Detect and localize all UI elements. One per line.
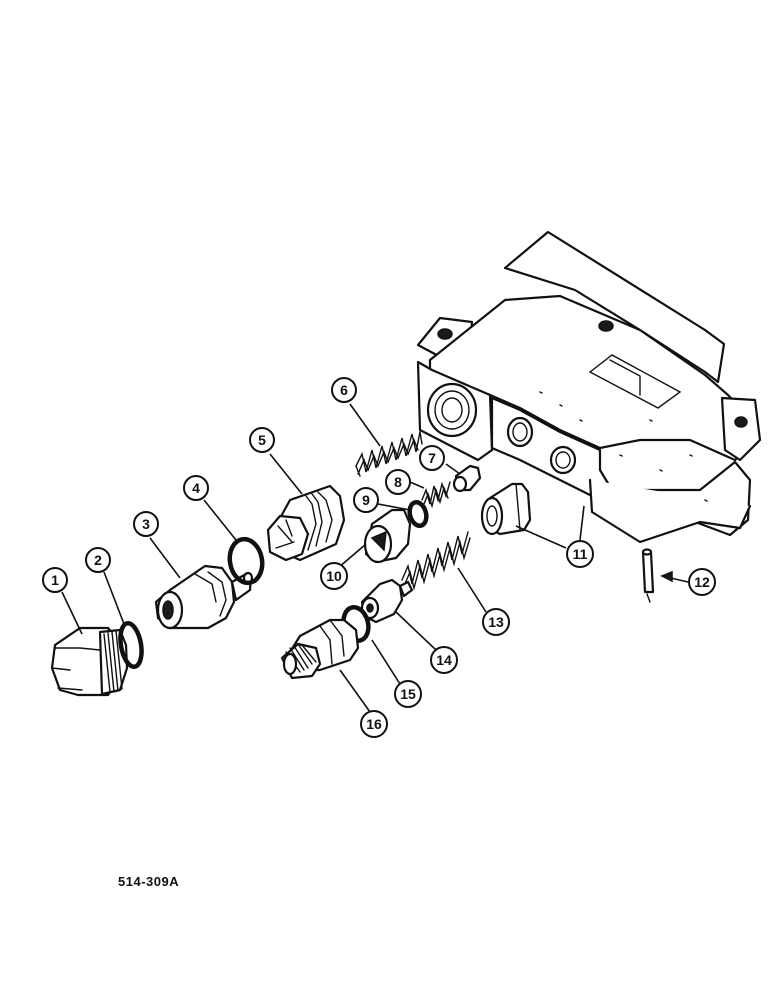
threaded-fitting (280, 618, 360, 680)
callout-16: 16 (360, 710, 388, 738)
valve-seat-body (266, 484, 346, 562)
svg-text:9: 9 (362, 492, 370, 508)
callout-2: 2 (85, 547, 111, 573)
roll-pin (641, 548, 655, 603)
callout-9: 9 (353, 487, 379, 513)
relief-valve-cartridge (154, 564, 254, 630)
svg-text:3: 3 (142, 516, 150, 532)
svg-text:15: 15 (400, 686, 416, 702)
large-spring (355, 431, 423, 477)
callout-7: 7 (419, 445, 445, 471)
svg-text:6: 6 (340, 382, 348, 398)
svg-text:1: 1 (51, 572, 59, 588)
svg-text:8: 8 (394, 474, 402, 490)
svg-text:12: 12 (694, 574, 710, 590)
reference-code: 514-309A (118, 874, 180, 889)
callout-11: 11 (566, 540, 594, 568)
callout-10: 10 (320, 562, 348, 590)
callout-3: 3 (133, 511, 159, 537)
svg-text:4: 4 (192, 480, 200, 496)
callout-4: 4 (183, 475, 209, 501)
svg-text:16: 16 (366, 716, 382, 732)
svg-text:14: 14 (436, 652, 452, 668)
callout-6: 6 (331, 377, 357, 403)
o-ring-9 (407, 499, 429, 529)
callout-5: 5 (249, 427, 275, 453)
svg-text:7: 7 (428, 450, 436, 466)
valve-sleeve (480, 482, 532, 536)
o-ring-2 (118, 621, 144, 669)
leader-lines (61, 403, 689, 713)
callout-1: 1 (42, 567, 68, 593)
poppet (452, 464, 482, 493)
svg-text:5: 5 (258, 432, 266, 448)
small-spring (421, 481, 451, 509)
svg-text:13: 13 (488, 614, 504, 630)
o-ring-4 (227, 536, 265, 586)
callout-14: 14 (430, 646, 458, 674)
callout-8: 8 (385, 469, 411, 495)
svg-text:2: 2 (94, 552, 102, 568)
check-spring (401, 531, 471, 591)
svg-text:11: 11 (573, 546, 588, 562)
callout-15: 15 (394, 680, 422, 708)
slotted-plug (363, 508, 412, 564)
callout-13: 13 (482, 608, 510, 636)
hex-plug (50, 626, 129, 697)
check-valve-body (360, 578, 414, 624)
callout-12: 12 (688, 568, 716, 596)
valve-body-housing (416, 230, 762, 544)
svg-text:10: 10 (326, 568, 342, 584)
